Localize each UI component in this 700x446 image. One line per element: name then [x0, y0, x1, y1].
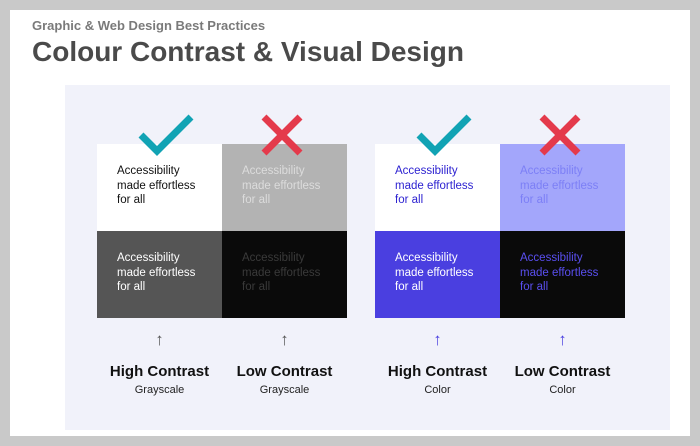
arrow-up-icon: ↑	[558, 330, 567, 349]
color-example-cell: Accessibility made effortless for all	[500, 144, 625, 231]
sample-text-line: made effortless	[242, 266, 321, 279]
grayscale-example-cell: Accessibility made effortless for all	[222, 231, 347, 318]
sample-text-line: made effortless	[117, 266, 196, 279]
sample-text-line: Accessibility	[117, 252, 180, 264]
sample-text-line: Accessibility	[395, 165, 458, 177]
grayscale-example-cell: Accessibility made effortless for all	[97, 144, 222, 231]
sample-text-line: for all	[395, 281, 424, 293]
color-example-cell: Accessibility made effortless for all	[375, 231, 500, 318]
check-mark-icon	[415, 113, 473, 162]
sample-text-line: for all	[242, 194, 271, 206]
sample-text-line: Accessibility	[395, 252, 458, 264]
arrow-up-icon: ↑	[280, 330, 289, 349]
sample-text-line: for all	[117, 281, 146, 293]
color-example-cell: Accessibility made effortless for all	[500, 231, 625, 318]
contrast-level: High Contrast	[109, 363, 210, 380]
contrast-mode: Grayscale	[134, 384, 185, 396]
arrow-up-icon: ↑	[433, 330, 442, 349]
sample-text-line: for all	[520, 194, 549, 206]
contrast-level: Low Contrast	[514, 363, 611, 380]
slide-title: Colour Contrast & Visual Design	[32, 36, 464, 67]
sample-text-line: Accessibility	[242, 252, 305, 264]
sample-text-line: Accessibility	[520, 165, 583, 177]
sample-text-line: made effortless	[395, 266, 474, 279]
sample-text-line: Accessibility	[520, 252, 583, 264]
sample-text-line: for all	[395, 194, 424, 206]
check-mark-icon	[137, 113, 195, 162]
sample-text-line: Accessibility	[117, 165, 180, 177]
cross-mark-icon	[538, 113, 582, 162]
contrast-level: Low Contrast	[236, 363, 333, 380]
sample-text-line: made effortless	[520, 179, 599, 192]
contrast-mode: Color	[549, 384, 576, 396]
grayscale-example-cell: Accessibility made effortless for all	[222, 144, 347, 231]
slide-supertitle: Graphic & Web Design Best Practices	[32, 18, 266, 33]
sample-text-line: for all	[520, 281, 549, 293]
contrast-mode: Color	[424, 384, 451, 396]
sample-text-line: for all	[117, 194, 146, 206]
sample-text-line: for all	[242, 281, 271, 293]
sample-text-line: made effortless	[242, 179, 321, 192]
sample-text-line: made effortless	[117, 179, 196, 192]
color-example-cell: Accessibility made effortless for all	[375, 144, 500, 231]
grayscale-example-cell: Accessibility made effortless for all	[97, 231, 222, 318]
slide: Graphic & Web Design Best Practices Colo…	[10, 10, 690, 436]
arrow-up-icon: ↑	[155, 330, 164, 349]
sample-text-line: Accessibility	[242, 165, 305, 177]
sample-text-line: made effortless	[520, 266, 599, 279]
cross-mark-icon	[260, 113, 304, 162]
contrast-level: High Contrast	[387, 363, 488, 380]
sample-text-line: made effortless	[395, 179, 474, 192]
contrast-mode: Grayscale	[259, 384, 310, 396]
